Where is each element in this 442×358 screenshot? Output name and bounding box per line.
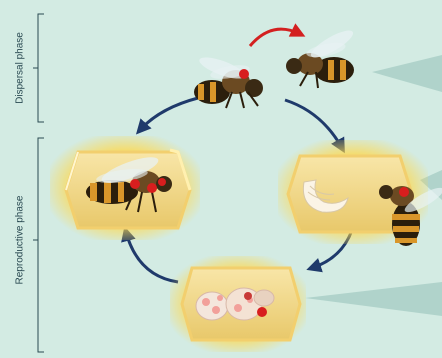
varroa-mite-icon bbox=[158, 178, 166, 186]
varroa-mite-icon bbox=[147, 183, 157, 193]
varroa-mite-icon bbox=[257, 307, 267, 317]
cycle-arrow-top-left bbox=[140, 98, 198, 130]
mite-transfer-to-new-bee bbox=[286, 26, 356, 88]
varroa-mite-icon bbox=[399, 187, 409, 197]
reproductive-phase-bracket bbox=[33, 138, 44, 352]
varroa-mite-icon bbox=[130, 179, 140, 189]
adult-bee-with-mites bbox=[194, 53, 263, 108]
varroa-mite-icon bbox=[244, 292, 252, 300]
reproductive-phase-label: Reproductive phase bbox=[15, 196, 26, 285]
callout-wedge-top bbox=[372, 55, 442, 92]
callout-wedge-bottom bbox=[305, 282, 442, 316]
dispersal-phase-label: Dispersal phase bbox=[15, 32, 26, 104]
red-curved-arrow-icon bbox=[250, 29, 300, 46]
varroa-mite-icon bbox=[239, 69, 249, 79]
dispersal-phase-bracket bbox=[33, 14, 44, 122]
